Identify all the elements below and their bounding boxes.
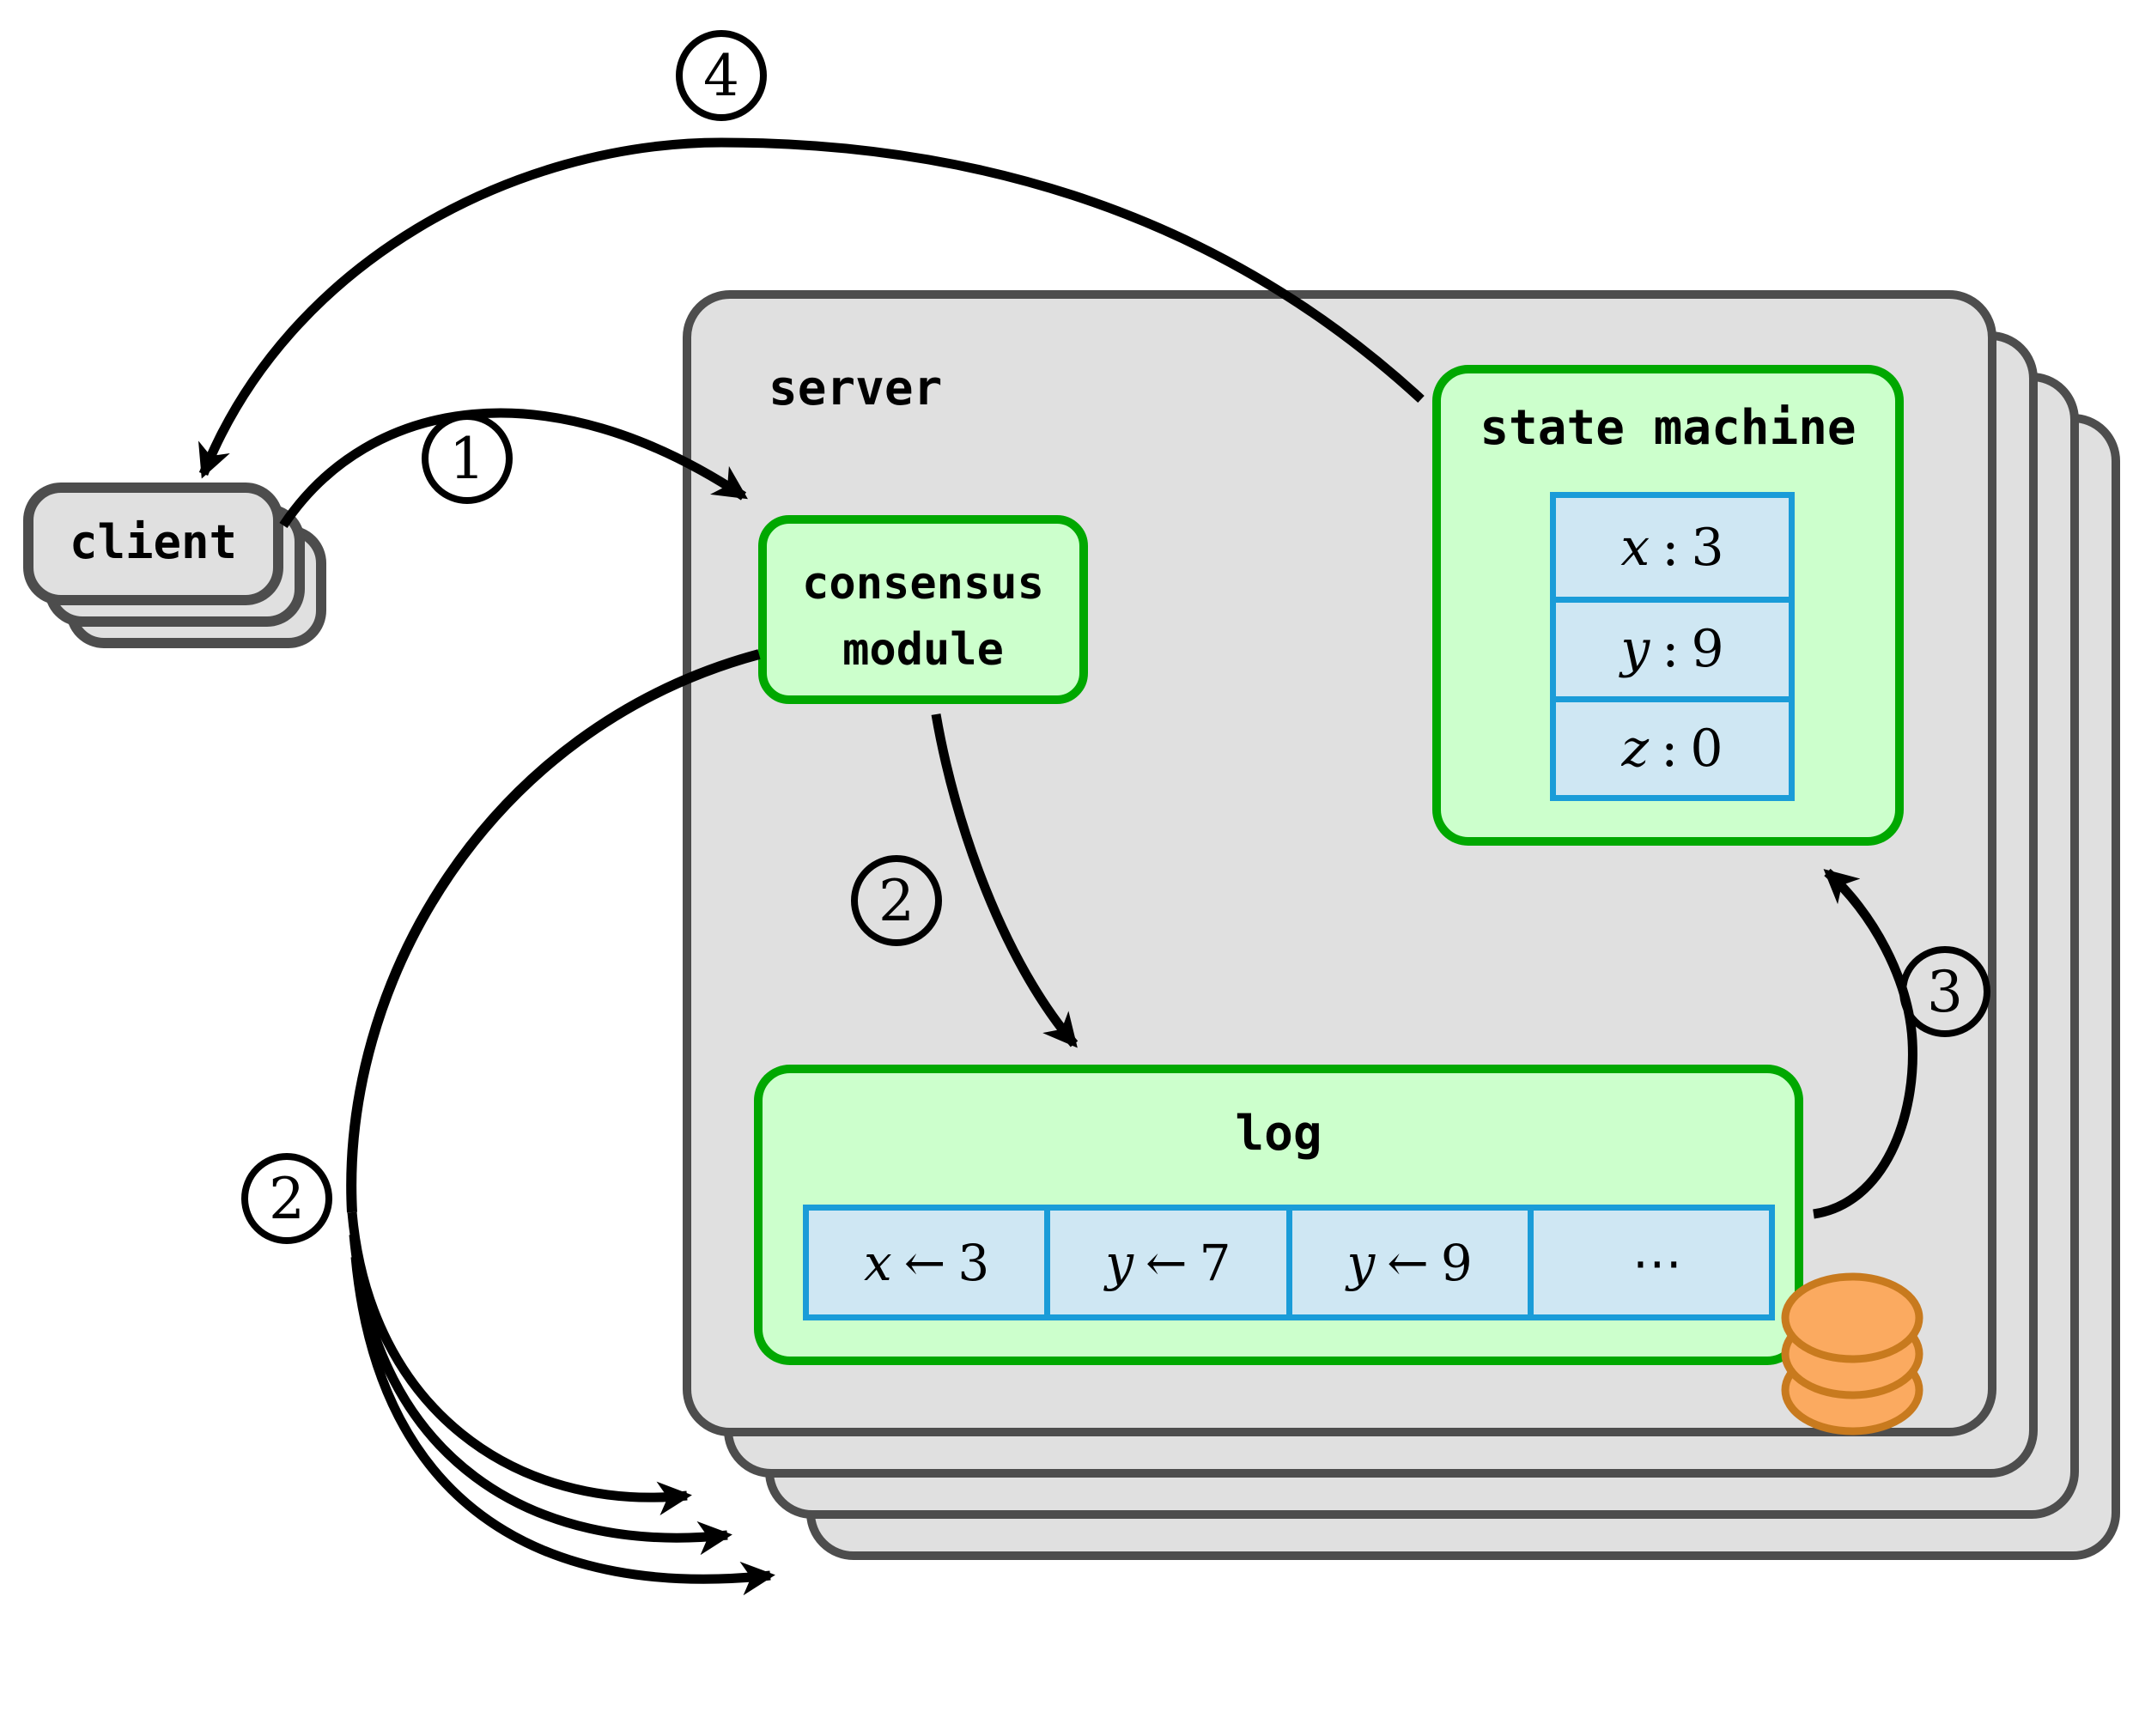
consensus-label-line1: consensus [802,558,1044,610]
server-label: server [769,361,943,416]
log-entry-val: 7 [1199,1233,1231,1292]
state-machine-row: y : 9 [1556,597,1789,695]
log-entry-var: x [864,1233,892,1292]
state-machine-row: z : 0 [1556,695,1789,795]
state-val: 9 [1691,619,1724,680]
log-entry-op: ⋯ [1632,1233,1682,1292]
state-sep: : [1662,517,1680,578]
log-entry: x ← 3 [809,1211,1044,1314]
state-machine-table: x : 3 y : 9 z : 0 [1550,492,1795,801]
state-sep: : [1662,619,1680,680]
consensus-label-line2: module [842,624,1004,676]
log-entry: y ← 7 [1044,1211,1285,1314]
client-box [23,483,283,605]
step-badge-3: 3 [1899,946,1990,1037]
log-entries-row: x ← 3 y ← 7 y ← 9 ⋯ [809,1211,1769,1314]
log-entry-var: y [1346,1233,1376,1292]
state-sep: : [1661,718,1679,779]
step-number: 1 [449,425,485,492]
log-entry-op: ← [903,1233,946,1292]
arrow-step1-client-to-consensus [279,408,748,529]
step-number: 2 [269,1165,305,1232]
client-label: client [69,515,238,569]
log-entries-table: x ← 3 y ← 7 y ← 9 ⋯ [803,1205,1775,1320]
step-number: 3 [1927,958,1963,1025]
state-val: 0 [1690,718,1723,779]
log-entry-val: 9 [1440,1233,1473,1292]
consensus-module-box [758,515,1088,704]
state-var: y [1620,619,1650,680]
state-machine-title: state machine [1480,400,1856,456]
step-number: 4 [703,42,739,109]
arrow-step2-replicate-server3 [349,1234,732,1556]
step-badge-2-local: 2 [851,855,942,946]
log-entry-val: 3 [957,1233,990,1292]
log-title: log [1235,1106,1322,1162]
log-entry-var: y [1105,1233,1133,1292]
state-machine-row: x : 3 [1556,498,1789,597]
log-entry-ellipsis: ⋯ [1527,1211,1769,1314]
consensus-module-label: consensus module [758,551,1088,683]
step-number: 2 [878,867,915,934]
log-entry: y ← 9 [1285,1211,1528,1314]
state-var: z [1621,718,1650,779]
step-badge-1: 1 [422,413,513,504]
log-entry-op: ← [1387,1233,1429,1292]
step-badge-2-replicate: 2 [241,1153,332,1244]
state-var: x [1620,517,1650,578]
state-val: 3 [1691,517,1724,578]
log-entry-op: ← [1146,1233,1188,1292]
arrow-step2-replicate-server2 [347,1211,692,1516]
step-badge-4: 4 [676,30,767,121]
